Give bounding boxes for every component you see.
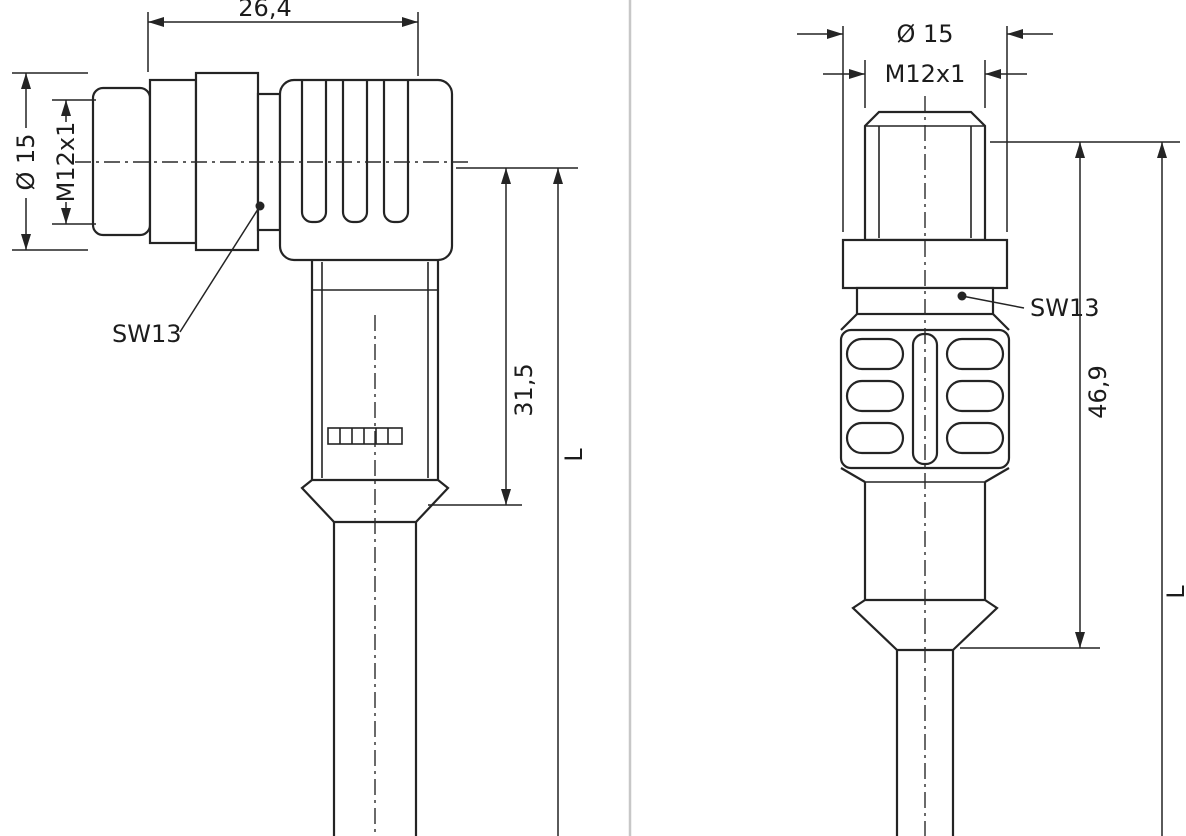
grip-rib [945, 337, 1005, 371]
right-view-straight-connector: Ø 15 M12x1 SW13 46,9 L [797, 20, 1186, 836]
thread-dimension: M12x1 [52, 99, 96, 225]
diameter-dimension: Ø 15 [12, 72, 88, 251]
wrench-size-callout: SW13 [957, 291, 1100, 322]
body-detail [312, 262, 438, 478]
diameter-dimension-label: Ø 15 [896, 20, 953, 48]
diameter-dimension-label: Ø 15 [12, 133, 40, 190]
width-dimension: 26,4 [147, 0, 419, 76]
body-length-label: 31,5 [510, 363, 538, 416]
cable-length-dimension: L [1157, 142, 1186, 836]
left-view-angled-connector: 26,4 Ø 15 M12x1 SW13 31,5 [12, 0, 588, 836]
wrench-size-label: SW13 [112, 320, 182, 348]
body-length-dimension: 46,9 [960, 141, 1180, 649]
cable-length-label: L [560, 448, 588, 462]
cable [895, 650, 955, 836]
grip-rib [845, 379, 905, 413]
crimp-band [327, 427, 403, 445]
thread-dimension-label: M12x1 [885, 60, 966, 88]
leader-dot [957, 291, 967, 301]
housing-slot [341, 81, 369, 224]
body-length-dimension: 31,5 [428, 167, 578, 506]
grip-rib [845, 337, 905, 371]
grip-flare [840, 313, 1010, 331]
housing-slot [300, 81, 328, 224]
crimp-ticks [339, 428, 389, 444]
cable-length-label: L [1162, 585, 1186, 599]
wrench-size-label: SW13 [1030, 294, 1100, 322]
cable [332, 522, 418, 836]
strain-relief-cone [300, 478, 450, 524]
grip-rib [945, 421, 1005, 455]
diameter-dimension: Ø 15 [797, 20, 1053, 232]
thread-dimension-label: M12x1 [52, 122, 80, 203]
body-outline [310, 260, 440, 480]
grip-rib [845, 421, 905, 455]
width-dimension-label: 26,4 [238, 0, 291, 22]
lower-body [840, 467, 1010, 600]
thread-dimension: M12x1 [823, 60, 1027, 108]
body-length-label: 46,9 [1084, 365, 1112, 418]
wrench-size-callout: SW13 [112, 201, 265, 348]
housing-slot [382, 81, 410, 224]
cable-length-dimension: L [553, 168, 588, 836]
leader-dot [255, 201, 265, 211]
grip-rib [945, 379, 1005, 413]
